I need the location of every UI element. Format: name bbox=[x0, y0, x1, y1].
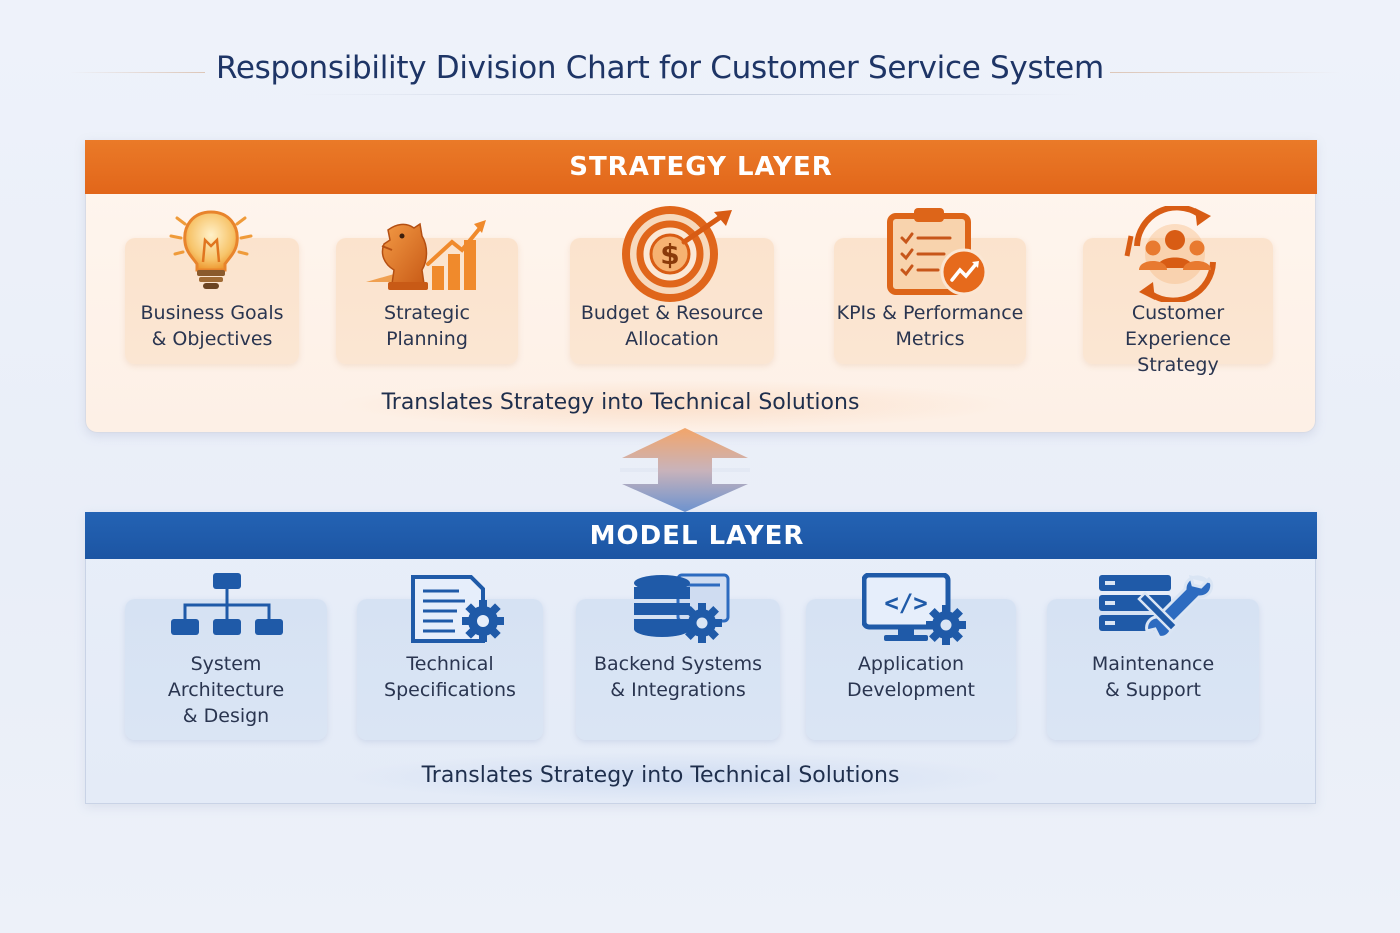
model-footer-text: Translates Strategy into Technical Solut… bbox=[421, 763, 900, 788]
card-label: Business Goals & Objectives bbox=[140, 302, 284, 350]
card-label: Application Development bbox=[847, 653, 975, 701]
model-footer-glow bbox=[336, 752, 1016, 802]
card-business-goals[interactable]: Business Goals & Objectives bbox=[125, 210, 299, 364]
card-label: Budget & Resource Allocation bbox=[580, 302, 764, 350]
bidirectional-arrow-icon bbox=[620, 428, 750, 512]
card-kpis-performance[interactable]: KPIs & Performance Metrics bbox=[834, 208, 1026, 364]
card-label: KPIs & Performance Metrics bbox=[836, 302, 1024, 350]
card-strategic-planning[interactable]: Strategic Planning bbox=[336, 220, 518, 364]
strategy-layer-title: STRATEGY LAYER bbox=[569, 152, 833, 182]
customer-group-cycle-icon bbox=[1124, 206, 1216, 302]
card-customer-experience[interactable]: Customer Experience Strategy bbox=[1083, 206, 1273, 376]
card-label: Maintenance & Support bbox=[1091, 653, 1215, 701]
server-wrench-icon bbox=[1099, 574, 1214, 639]
card-budget-resource[interactable]: $ Budget & Resource Allocation bbox=[570, 206, 774, 364]
strategy-layer-header: STRATEGY LAYER bbox=[85, 140, 1317, 194]
org-hierarchy-icon bbox=[171, 573, 283, 635]
title-area: Responsibility Division Chart for Custom… bbox=[0, 44, 1400, 100]
document-gear-icon bbox=[411, 575, 504, 643]
card-label: Backend Systems & Integrations bbox=[593, 653, 763, 701]
strategy-footer-glow bbox=[336, 380, 1016, 430]
title-decor-line-left bbox=[70, 72, 205, 73]
card-maintenance-support[interactable]: Maintenance & Support bbox=[1047, 574, 1259, 740]
card-system-architecture[interactable]: System Architecture & Design bbox=[125, 573, 327, 740]
monitor-code-gear-icon: </> bbox=[862, 573, 966, 645]
model-layer-header: MODEL LAYER bbox=[85, 512, 1317, 559]
card-label: System Architecture & Design bbox=[167, 653, 285, 727]
dollar-target-icon: $ bbox=[622, 206, 732, 302]
strategy-footer-text: Translates Strategy into Technical Solut… bbox=[381, 390, 860, 415]
card-label: Technical Specifications bbox=[384, 653, 516, 701]
lightbulb-icon bbox=[169, 210, 253, 289]
model-layer-panel: MODEL LAYER System Architecture & Design bbox=[85, 512, 1317, 804]
title-underline bbox=[300, 94, 1080, 95]
model-layer-title: MODEL LAYER bbox=[589, 520, 805, 551]
svg-text:</>: </> bbox=[884, 589, 927, 617]
chess-knight-growth-icon bbox=[366, 220, 486, 290]
clipboard-chart-icon bbox=[887, 208, 988, 296]
card-technical-specifications[interactable]: Technical Specifications bbox=[357, 575, 543, 740]
card-label: Customer Experience Strategy bbox=[1125, 302, 1231, 376]
page-title: Responsibility Division Chart for Custom… bbox=[216, 50, 1104, 86]
title-decor-line-right bbox=[1110, 72, 1340, 73]
card-application-development[interactable]: </> Application Development bbox=[806, 573, 1016, 740]
svg-text:$: $ bbox=[660, 238, 679, 271]
card-label: Strategic Planning bbox=[384, 302, 470, 350]
database-gear-icon bbox=[634, 573, 730, 643]
strategy-layer-panel: STRATEGY LAYER Business Goals & Objectiv… bbox=[85, 140, 1317, 433]
card-backend-systems[interactable]: Backend Systems & Integrations bbox=[576, 573, 780, 740]
